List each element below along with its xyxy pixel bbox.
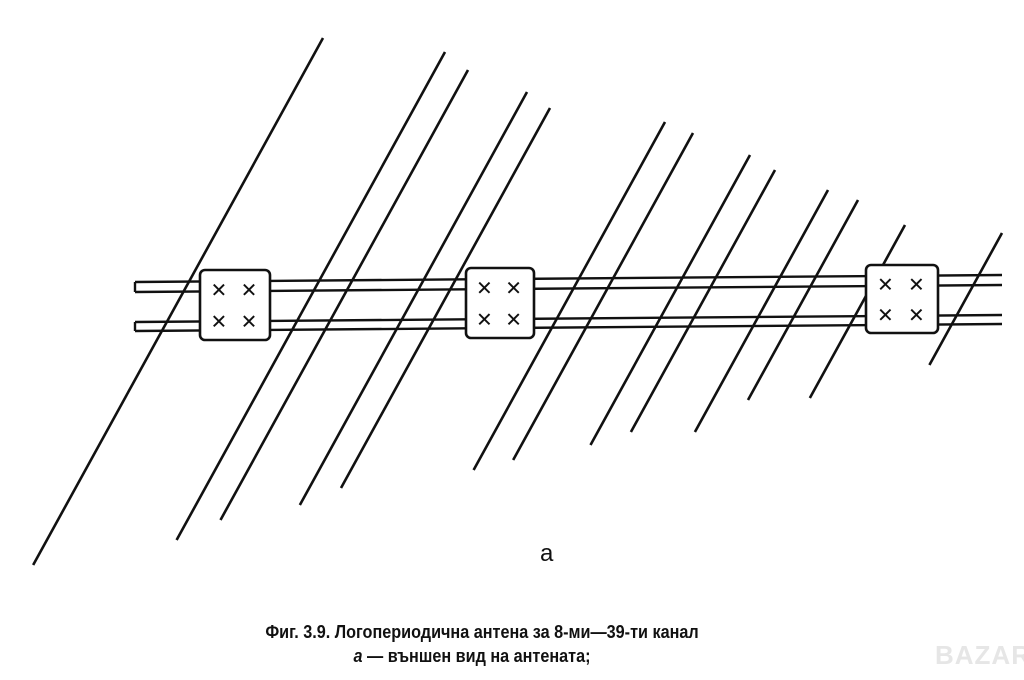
dipole-element xyxy=(746,199,860,401)
boom-clamp xyxy=(464,266,536,340)
dipole-element xyxy=(589,154,752,446)
boom-rail-edge xyxy=(134,283,1003,294)
watermark-logo: BAZAR xyxy=(935,640,1024,670)
boom-clamp xyxy=(198,268,272,342)
screw-mark-icon: ✕ xyxy=(241,310,258,334)
figure-caption-line2: a — външен вид на антената; xyxy=(11,646,933,667)
dipole-element xyxy=(298,91,529,506)
dipole-element xyxy=(512,132,695,461)
screw-mark-icon: ✕ xyxy=(877,272,894,296)
screw-mark-icon: ✕ xyxy=(476,308,493,332)
boom-clamp xyxy=(864,263,940,335)
caption-panel-label: a xyxy=(353,646,363,666)
dipole-element xyxy=(629,169,777,433)
boom-rail-edge xyxy=(134,322,1003,333)
dipole-element xyxy=(175,51,447,541)
screw-mark-icon: ✕ xyxy=(241,278,258,302)
dipole-element xyxy=(219,69,470,521)
screw-mark-icon: ✕ xyxy=(908,272,925,296)
screw-mark-icon: ✕ xyxy=(908,303,925,327)
screw-mark-icon: ✕ xyxy=(505,308,522,332)
dipole-element xyxy=(928,232,1004,366)
dipole-element xyxy=(693,189,830,433)
screw-mark-icon: ✕ xyxy=(476,276,493,300)
screw-mark-icon: ✕ xyxy=(505,276,522,300)
caption-text: — външен вид на антената; xyxy=(362,646,591,666)
screw-mark-icon: ✕ xyxy=(211,278,228,302)
dipole-element xyxy=(339,107,552,489)
screw-mark-icon: ✕ xyxy=(877,303,894,327)
boom-rail-edge xyxy=(134,313,1003,324)
screw-mark-icon: ✕ xyxy=(211,310,228,334)
dipole-element xyxy=(32,37,325,566)
dipole-element xyxy=(472,121,667,471)
figure-caption-line1: Фиг. 3.9. Логопериодична антена за 8-ми—… xyxy=(265,622,699,642)
panel-label: a xyxy=(540,540,554,567)
boom-rail-edge xyxy=(134,273,1003,284)
dipole-element xyxy=(808,224,907,399)
